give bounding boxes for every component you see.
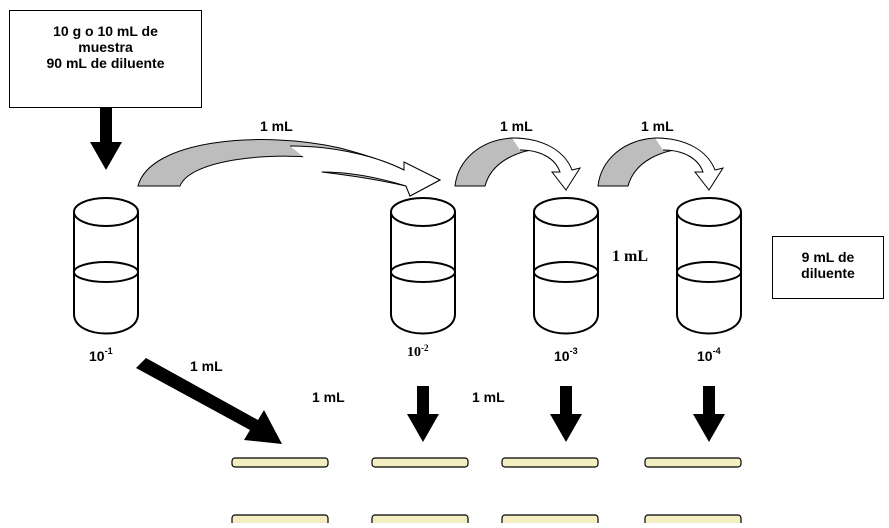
tube-10-4 [676,197,742,335]
down-arrow-plate-2 [407,386,439,442]
transfer-arrow-3 [597,137,725,191]
transfer-label-1: 1 mL [260,118,293,134]
plate [501,514,599,528]
sample-line-3: 90 mL de diluente [46,55,165,71]
dilution-label-3: 10-3 [554,346,578,364]
transfer-arrow-2 [454,137,582,191]
plate [644,457,742,468]
plate [501,457,599,468]
tube-10-3 [533,197,599,335]
diagonal-transfer-label: 1 mL [190,358,223,374]
plate [371,514,469,528]
diluent-box: 9 mL de diluente [772,236,884,299]
dilution-label-4: 10-4 [697,346,721,364]
sample-line-2: muestra [78,39,133,55]
sample-box: 10 g o 10 mL de muestra 90 mL de diluent… [9,10,202,108]
plates-row-2 [231,514,742,528]
plate-2-transfer-label: 1 mL [312,389,345,405]
plates-row-1 [231,457,742,468]
transfer-label-3: 1 mL [641,118,674,134]
transfer-label-2: 1 mL [500,118,533,134]
plate-3-transfer-label: 1 mL [472,389,505,405]
transfer-arrow-1 [137,139,442,197]
tube-10-1 [73,197,139,335]
tube-10-2 [390,197,456,335]
sample-line-1: 10 g o 10 mL de [53,23,158,39]
dilution-label-1: 10-1 [89,346,113,364]
plate [231,514,329,528]
diagonal-arrow-plate-1 [136,358,282,444]
plate [644,514,742,528]
diluent-line-2: diluente [801,265,855,281]
diluent-line-1: 9 mL de [801,249,855,265]
side-transfer-label: 1 mL [612,248,648,265]
dilution-label-2: 10-2 [407,343,429,360]
down-arrow-sample [90,108,122,170]
plate [371,457,469,468]
plate [231,457,329,468]
down-arrow-plate-4 [693,386,725,442]
down-arrow-plate-3 [550,386,582,442]
